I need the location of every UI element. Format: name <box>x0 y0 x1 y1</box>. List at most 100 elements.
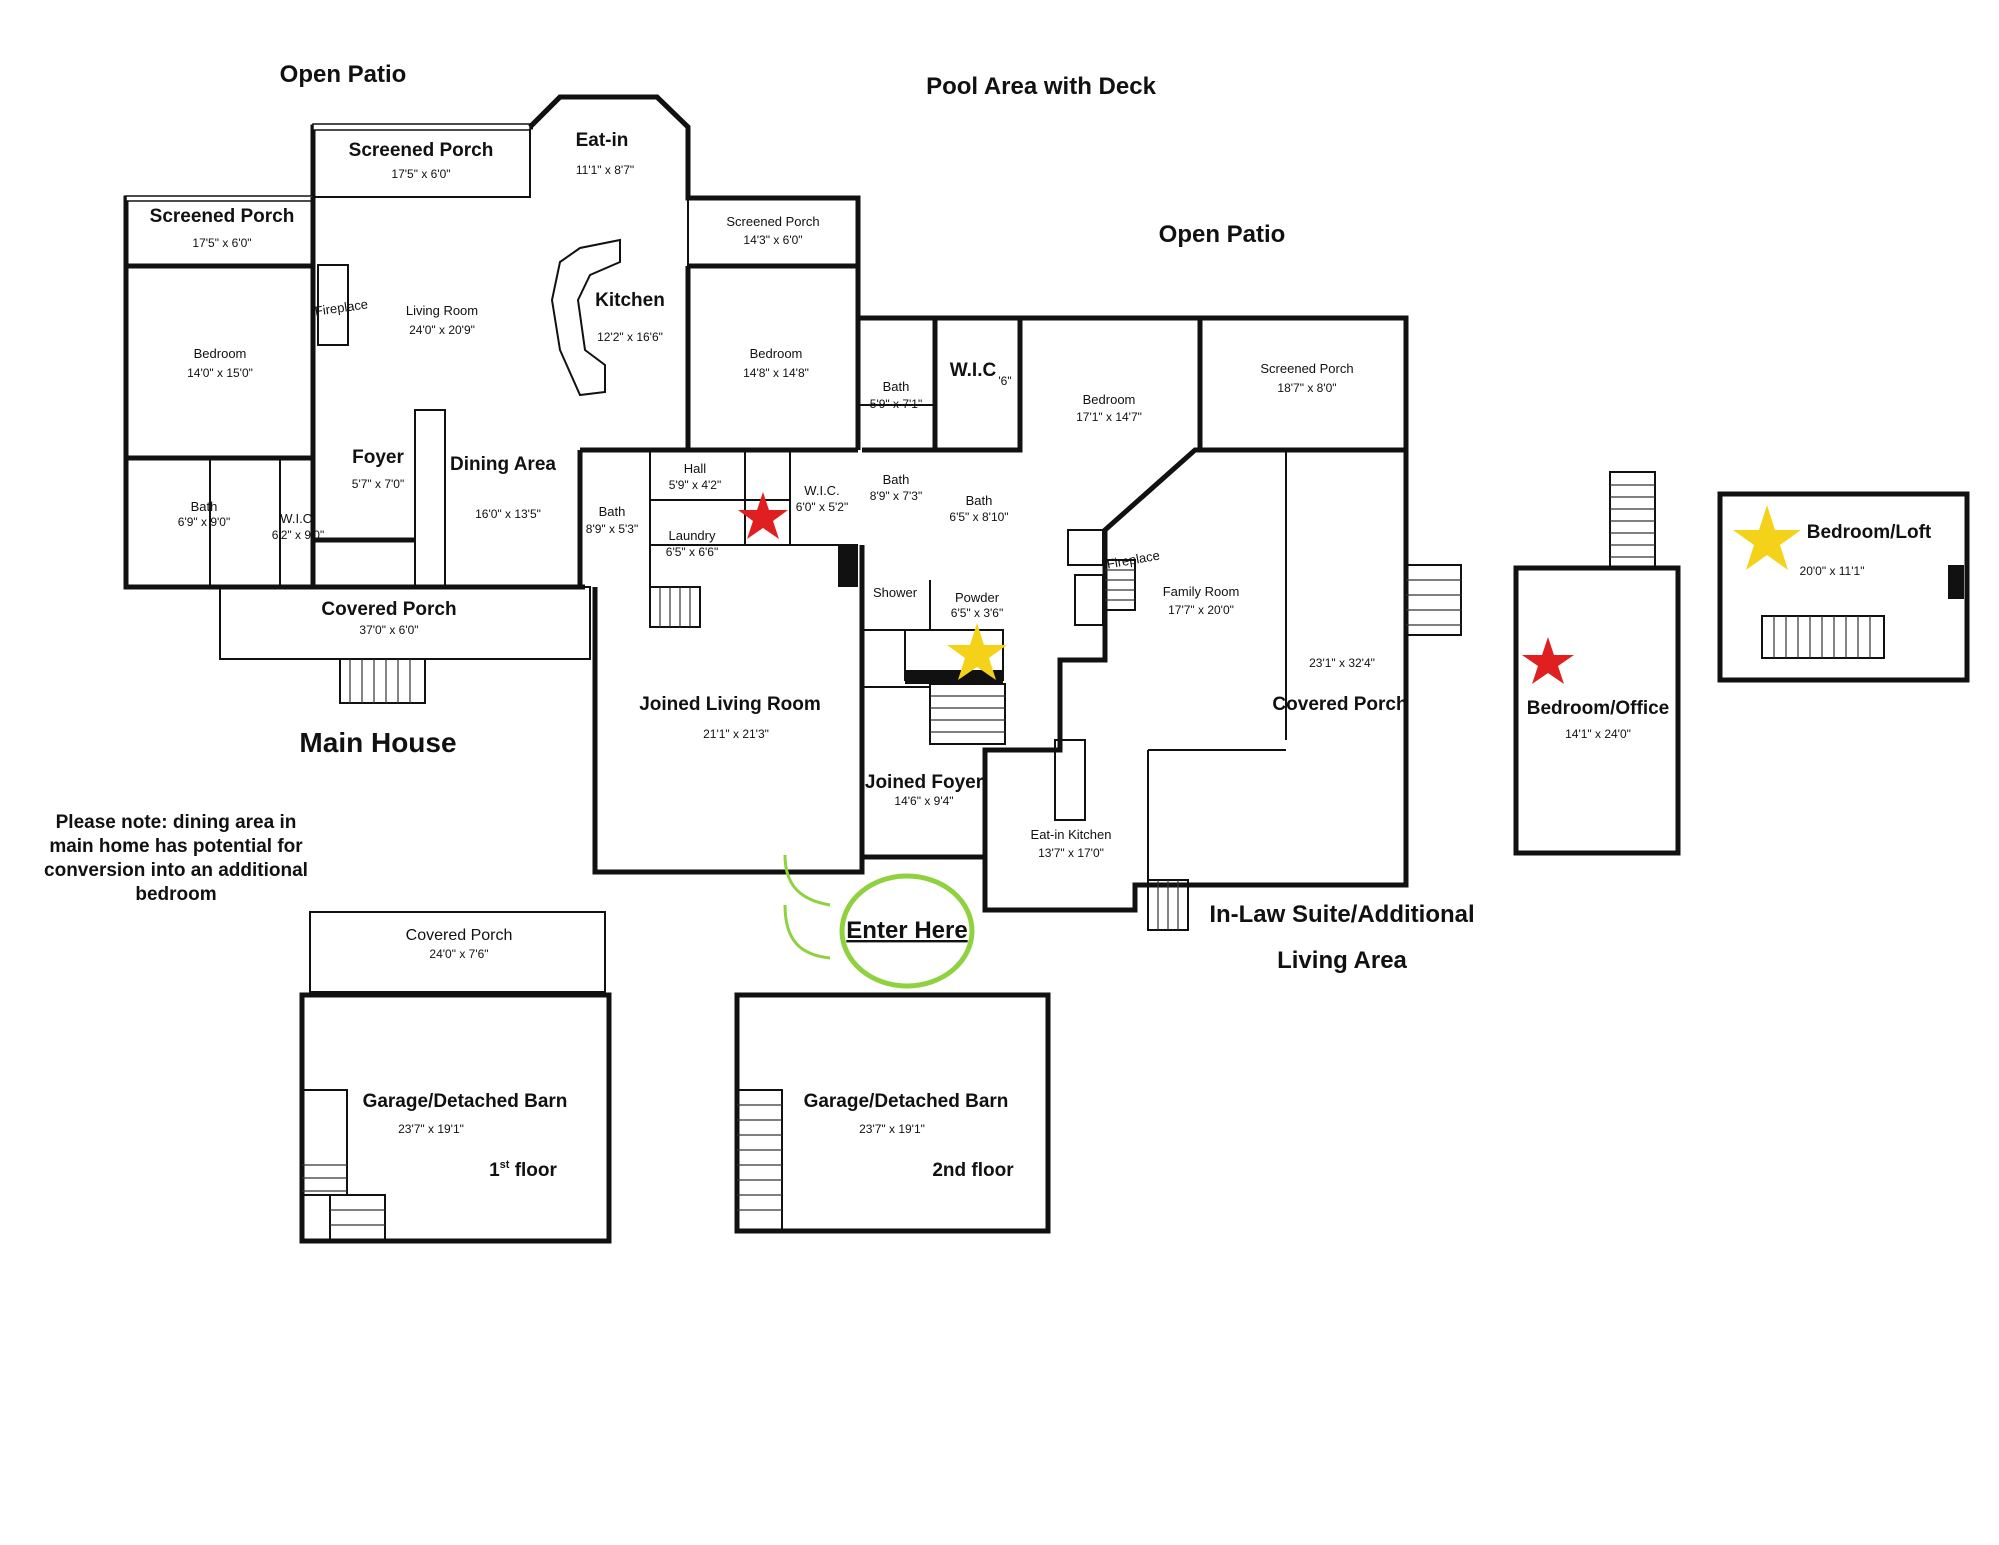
foyer-dim: 5'7" x 7'0" <box>352 477 404 491</box>
fireplace-main-label: Fireplace <box>314 296 369 318</box>
screened-porch-top-dim: 17'5" x 6'0" <box>391 167 450 181</box>
living-room-name: Living Room <box>406 303 478 318</box>
red-star-icon <box>1522 637 1574 684</box>
inlaw-bath-c-name: Bath <box>966 493 993 508</box>
inlaw-bath-b-name: Bath <box>883 472 910 487</box>
eat-in-kitchen-dim: 13'7" x 17'0" <box>1038 846 1104 860</box>
bedroom-loft-building <box>1717 491 1970 683</box>
dining-area-name: Dining Area <box>450 454 556 475</box>
barn-1-name: Garage/Detached Barn <box>363 1091 568 1112</box>
living-room-dim: 24'0" x 20'9" <box>409 323 475 337</box>
bedroom-mid-name: Bedroom <box>750 346 803 361</box>
family-room-dim: 17'7" x 20'0" <box>1168 603 1234 617</box>
bath-mid-dim: 8'9" x 5'3" <box>586 522 638 536</box>
bedroom-loft-name: Bedroom/Loft <box>1807 522 1932 543</box>
main-house-title: Main House <box>299 727 456 758</box>
barn-porch-name: Covered Porch <box>406 927 513 944</box>
eat-in-dim: 11'1" x 8'7" <box>576 163 634 177</box>
svg-text:Please note: dining area in: Please note: dining area in <box>56 812 297 833</box>
main-house <box>123 94 861 704</box>
bedroom-office-name: Bedroom/Office <box>1527 698 1670 719</box>
powder-name: Powder <box>955 590 1000 605</box>
bedroom-loft-dim: 20'0" x 11'1" <box>1800 564 1865 578</box>
joined-living-room-name: Joined Living Room <box>639 694 821 715</box>
screened-porch-top-name: Screened Porch <box>349 140 494 161</box>
barn-2-dim: 23'7" x 19'1" <box>859 1122 925 1136</box>
joined-foyer-name: Joined Foyer <box>865 772 984 793</box>
inlaw-bath-a-dim: 5'9" x 7'1" <box>870 397 922 411</box>
svg-text:conversion into an additional: conversion into an additional <box>44 860 308 881</box>
screened-porch-mid-name: Screened Porch <box>726 214 819 229</box>
bedroom-mid-dim: 14'8" x 14'8" <box>743 366 809 380</box>
powder-dim: 6'5" x 3'6" <box>951 606 1003 620</box>
wic-left-name: W.I.C. <box>280 511 315 526</box>
hall-dim: 5'9" x 4'2" <box>669 478 721 492</box>
svg-text:Living Area: Living Area <box>1277 947 1407 974</box>
enter-here-marker[interactable]: Enter Here <box>783 854 975 989</box>
barn-porch-dim: 24'0" x 7'6" <box>429 947 488 961</box>
barn-first-floor <box>299 911 612 1244</box>
inlaw-covered-porch-name: Covered Porch <box>1272 694 1407 715</box>
bedroom-left-dim: 14'0" x 15'0" <box>187 366 253 380</box>
hall-name: Hall <box>684 461 707 476</box>
screened-porch-left-name: Screened Porch <box>150 206 295 227</box>
kitchen-name: Kitchen <box>595 290 665 311</box>
open-patio-right-label: Open Patio <box>1159 221 1286 248</box>
inlaw-wic-name: W.I.C <box>950 360 997 381</box>
eat-in-kitchen-name: Eat-in Kitchen <box>1031 827 1112 842</box>
bedroom-office-building <box>1513 471 1681 856</box>
main-house-note: Please note: dining area in main home ha… <box>44 812 308 905</box>
gold-star-icon <box>947 623 1007 680</box>
joined-area <box>592 545 1006 875</box>
entry-arrow-icon <box>783 904 831 960</box>
svg-text:main home has potential for: main home has potential for <box>49 836 303 857</box>
screened-porch-left-dim: 17'5" x 6'0" <box>192 236 251 250</box>
wic-mid-dim: 6'0" x 5'2" <box>796 500 848 514</box>
eat-in-name: Eat-in <box>576 130 629 151</box>
shower-label: Shower <box>873 585 918 600</box>
inlaw-fireplace-label: Fireplace <box>1106 548 1161 572</box>
bedroom-left-name: Bedroom <box>194 346 247 361</box>
inlaw-covered-porch-dim: 23'1" x 32'4" <box>1309 656 1375 670</box>
foyer-name: Foyer <box>352 447 404 468</box>
svg-text:In-Law Suite/Additional: In-Law Suite/Additional <box>1209 901 1474 928</box>
inlaw-bath-c-dim: 6'5" x 8'10" <box>949 510 1008 524</box>
covered-porch-main-name: Covered Porch <box>321 599 456 620</box>
bath-left-dim: 6'9" x 9'0" <box>178 515 230 529</box>
wic-left-dim: 6'2" x 9'0" <box>272 528 324 542</box>
family-room-name: Family Room <box>1163 584 1240 599</box>
gold-star-icon <box>1733 505 1801 570</box>
svg-text:bedroom: bedroom <box>135 884 216 905</box>
screened-porch-mid-dim: 14'3" x 6'0" <box>743 233 802 247</box>
screened-porch-top <box>312 126 531 198</box>
laundry-dim: 6'5" x 6'6" <box>666 545 718 559</box>
wic-mid-name: W.I.C. <box>804 483 839 498</box>
joined-living-room-dim: 21'1" x 21'3" <box>703 727 769 741</box>
joined-foyer-dim: 14'6" x 9'4" <box>894 794 953 808</box>
barn-second-floor <box>734 992 1051 1234</box>
inlaw-screened-porch-name: Screened Porch <box>1260 361 1353 376</box>
in-law-title: In-Law Suite/Additional Living Area <box>1209 901 1474 974</box>
bath-left-name: Bath <box>191 499 218 514</box>
inlaw-bath-b-dim: 8'9" x 7'3" <box>870 489 922 503</box>
barn-1-floor: 1st floor <box>489 1159 557 1181</box>
entry-arrow-icon <box>783 854 831 907</box>
open-patio-left-label: Open Patio <box>280 61 407 88</box>
barn-1-dim: 23'7" x 19'1" <box>398 1122 464 1136</box>
barn-2-name: Garage/Detached Barn <box>804 1091 1009 1112</box>
screened-porch-mid <box>687 197 859 267</box>
barn-2-floor: 2nd floor <box>932 1160 1014 1181</box>
inlaw-bedroom-dim: 17'1" x 14'7" <box>1076 410 1142 424</box>
inlaw-bedroom-name: Bedroom <box>1083 392 1136 407</box>
pool-area-label: Pool Area with Deck <box>926 73 1156 100</box>
covered-porch-main-dim: 37'0" x 6'0" <box>359 623 418 637</box>
inlaw-wic-dim: '6" <box>998 374 1011 388</box>
inlaw-screened-porch-dim: 18'7" x 8'0" <box>1277 381 1336 395</box>
inlaw-bath-a-name: Bath <box>883 379 910 394</box>
bath-mid-name: Bath <box>599 504 626 519</box>
red-star-icon <box>738 492 788 539</box>
kitchen-dim: 12'2" x 16'6" <box>597 330 663 344</box>
bedroom-office-dim: 14'1" x 24'0" <box>1565 727 1631 741</box>
enter-here-label[interactable]: Enter Here <box>846 917 967 944</box>
